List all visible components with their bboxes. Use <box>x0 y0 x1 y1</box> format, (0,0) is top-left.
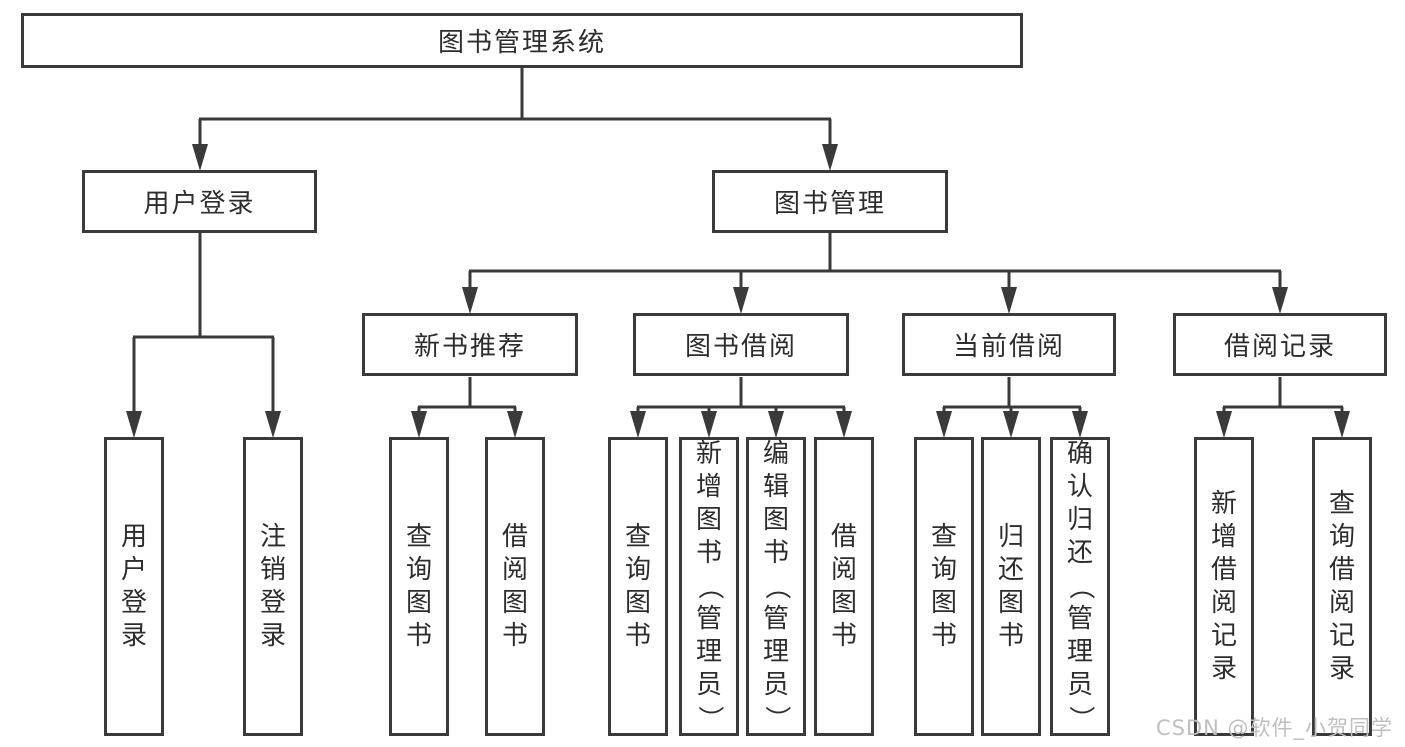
leaf-return-books: 归还图书 <box>981 437 1041 736</box>
node-library-system-label: 图书管理系统 <box>437 28 606 58</box>
node-current-borrowing-label: 当前借阅 <box>952 332 1065 362</box>
leaf-query-books-borrowing: 查询图书 <box>608 437 668 736</box>
node-book-borrowing: 图书借阅 <box>633 313 849 376</box>
leaf-add-borrow-record: 新增借阅记录 <box>1194 437 1254 736</box>
node-borrowing-records-label: 借阅记录 <box>1223 332 1336 362</box>
leaf-query-borrow-record: 查询借阅记录 <box>1312 437 1372 736</box>
leaf-confirm-return-admin: 确认归还（管理员） <box>1050 437 1110 736</box>
watermark: CSDN @软件_小贺同学 <box>1156 716 1394 740</box>
leaf-borrow-books-recommend: 借阅图书 <box>485 437 545 736</box>
leaf-add-book-admin: 新增图书（管理员） <box>679 437 739 736</box>
node-user-login-label: 用户登录 <box>143 189 256 219</box>
node-book-management-label: 图书管理 <box>773 189 886 219</box>
node-new-book-recommend: 新书推荐 <box>362 313 578 376</box>
node-current-borrowing: 当前借阅 <box>902 313 1116 376</box>
leaf-query-books-recommend: 查询图书 <box>389 437 449 736</box>
leaf-edit-book-admin: 编辑图书（管理员） <box>746 437 806 736</box>
node-user-login: 用户登录 <box>82 170 317 233</box>
leaf-logout: 注销登录 <box>243 437 303 736</box>
node-book-management: 图书管理 <box>712 170 948 233</box>
node-library-system: 图书管理系统 <box>21 13 1023 68</box>
leaf-borrow-books: 借阅图书 <box>814 437 874 736</box>
node-book-borrowing-label: 图书借阅 <box>684 332 797 362</box>
leaf-user-login: 用户登录 <box>104 437 164 736</box>
node-borrowing-records: 借阅记录 <box>1173 313 1387 376</box>
node-new-book-recommend-label: 新书推荐 <box>413 332 526 362</box>
leaf-query-books-current: 查询图书 <box>914 437 974 736</box>
